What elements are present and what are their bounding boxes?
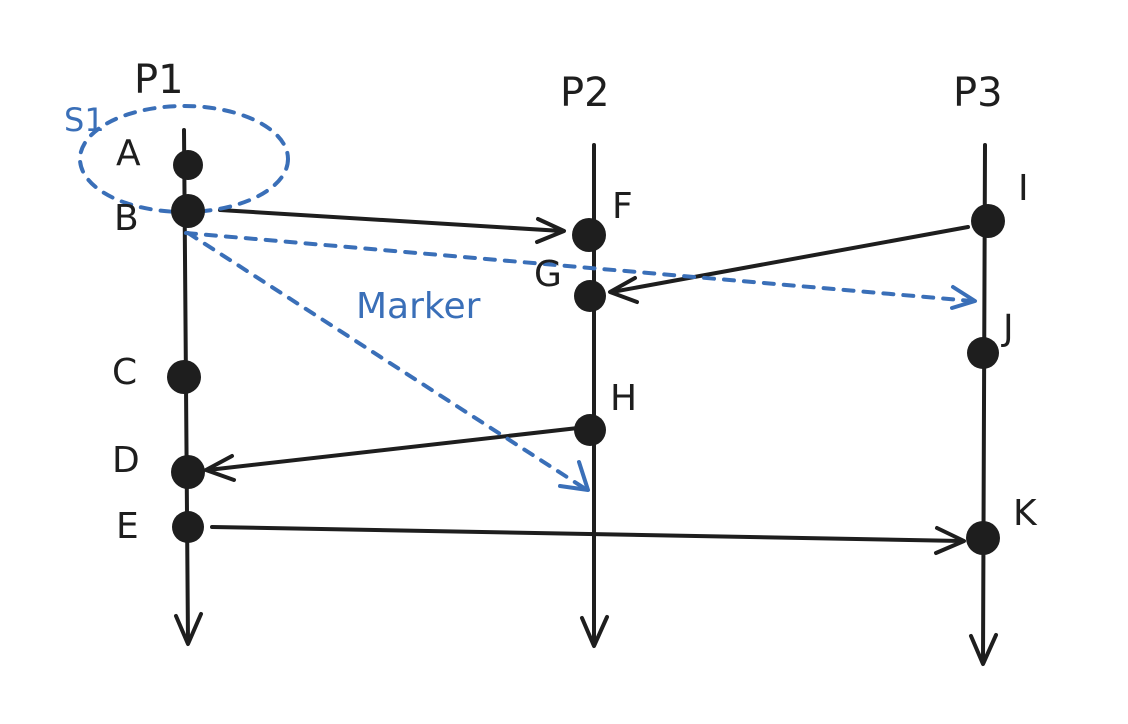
event-dot-f: [572, 218, 606, 252]
marker-to-p3: [184, 231, 977, 310]
event-label-k: K: [1013, 493, 1038, 534]
process-label-p1: P1: [134, 57, 184, 103]
marker-to-p2: [186, 231, 590, 492]
event-label-f: F: [612, 186, 633, 227]
event-dot-b: [171, 194, 205, 228]
event-label-a: A: [116, 133, 141, 174]
process-label-p2: P2: [560, 70, 610, 116]
event-label-g: G: [534, 254, 562, 295]
message-b-to-f: [218, 208, 566, 244]
event-dot-d: [171, 455, 205, 489]
event-label-j: J: [1001, 308, 1014, 349]
event-dot-c: [167, 360, 201, 394]
event-label-c: C: [112, 352, 137, 393]
marker-label: Marker: [356, 286, 481, 327]
event-label-b: B: [114, 198, 139, 239]
snapshot-label-s1: S1: [64, 101, 105, 139]
event-label-d: D: [112, 440, 140, 481]
event-label-i: I: [1018, 168, 1029, 209]
event-dot-j: [967, 337, 999, 369]
event-dot-a: [173, 150, 203, 180]
event-dot-i: [971, 204, 1005, 238]
event-dot-g: [574, 280, 606, 312]
event-dot-k: [966, 521, 1000, 555]
event-label-e: E: [116, 506, 139, 547]
message-e-to-k: [210, 525, 966, 555]
event-dot-e: [172, 511, 204, 543]
message-i-to-g: [608, 225, 970, 304]
message-h-to-d: [204, 426, 580, 482]
event-dot-h: [574, 414, 606, 446]
event-label-h: H: [610, 378, 637, 419]
process-label-p3: P3: [953, 70, 1003, 116]
